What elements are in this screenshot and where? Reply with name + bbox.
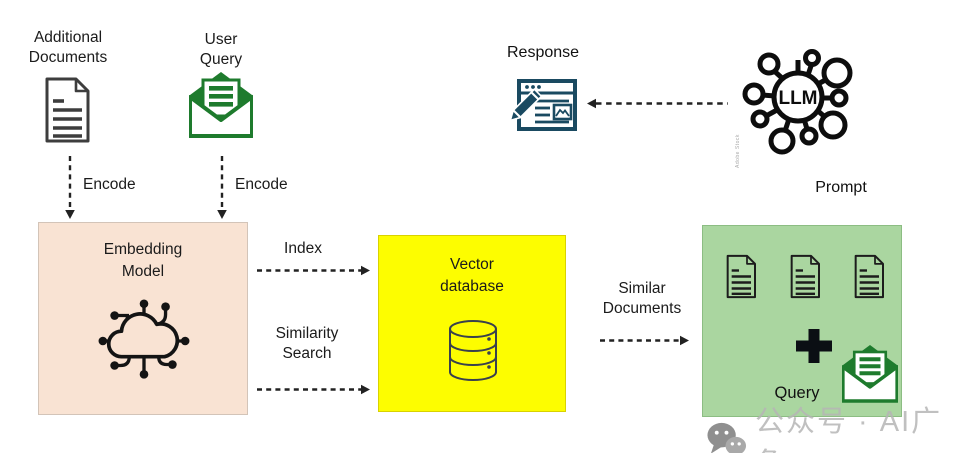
index-label: Index (284, 240, 322, 257)
watermark-text: 公众号 · AI广角 (755, 406, 943, 453)
encode-query-label: Encode (235, 176, 288, 193)
plus-icon (796, 329, 832, 363)
llm-to-response-arrow (587, 98, 728, 109)
additional-documents-label: Additional Documents (28, 29, 108, 67)
browser-article-icon (509, 79, 577, 131)
stock-credit-label: Adobe Stock (735, 134, 741, 168)
cloud-network-icon (98, 299, 190, 379)
vector-database-label: Vector database (440, 256, 504, 295)
encode-documents-label: Encode (83, 176, 136, 193)
watermark: 公众号 · AI广角 (706, 398, 968, 453)
wechat-icon (707, 422, 747, 453)
document-icon (854, 254, 884, 299)
encode-query-arrow (217, 156, 227, 219)
open-envelope-icon (842, 345, 898, 403)
embedding-model-label: Embedding Model (103, 241, 183, 280)
query-label: Query (774, 384, 820, 402)
encode-documents-arrow (65, 156, 75, 219)
response-label: Response (507, 44, 580, 61)
index-arrow (257, 265, 370, 276)
open-envelope-icon (189, 72, 253, 138)
vector-database-node: Vector database (378, 235, 566, 412)
llm-hub-spoke-icon: LLM (742, 49, 853, 155)
user-query-label: User Query (199, 31, 243, 69)
similar-documents-arrow (600, 335, 689, 346)
similarity-search-arrow (257, 384, 370, 395)
document-icon (45, 77, 90, 143)
prompt-label: Prompt (815, 179, 867, 196)
database-icon (449, 320, 497, 381)
document-icon (726, 254, 756, 299)
document-icon (790, 254, 820, 299)
similar-documents-label: Similar Documents (602, 280, 682, 318)
context-node: Query (702, 225, 902, 417)
llm-label: LLM (778, 88, 817, 109)
embedding-model-node: Embedding Model (38, 222, 248, 415)
similarity-search-label: Similarity Search (275, 325, 339, 363)
